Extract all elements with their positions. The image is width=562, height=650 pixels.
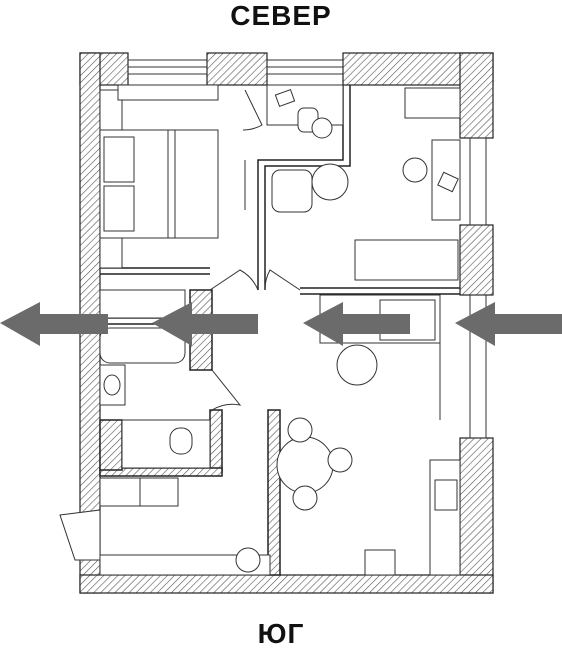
bathroom-fixtures	[99, 289, 211, 469]
east-wall-top	[459, 52, 494, 139]
north-wall-middle	[206, 52, 268, 86]
kitchen	[364, 340, 461, 576]
wardrobe-bedroom	[117, 84, 246, 210]
doors	[59, 89, 301, 561]
south-label: ЮГ	[257, 618, 305, 649]
east-wall-low	[459, 437, 494, 594]
arrow-west-outside	[0, 302, 108, 346]
dining-table	[276, 417, 353, 511]
office-furniture	[271, 87, 461, 281]
arrow-west-bathroom	[152, 302, 258, 346]
interior-walls	[99, 85, 460, 576]
east-wall-mid	[459, 224, 494, 296]
bed	[99, 89, 219, 269]
south-wall	[79, 574, 494, 594]
hallway-furniture	[99, 477, 271, 576]
desk-north	[266, 84, 344, 139]
north-windows	[127, 59, 487, 439]
north-label: СЕВЕР	[230, 0, 332, 31]
arrow-west-window	[455, 302, 562, 346]
exterior-walls	[79, 52, 494, 594]
arrow-west-living	[303, 302, 410, 346]
airflow-arrows	[0, 302, 562, 346]
